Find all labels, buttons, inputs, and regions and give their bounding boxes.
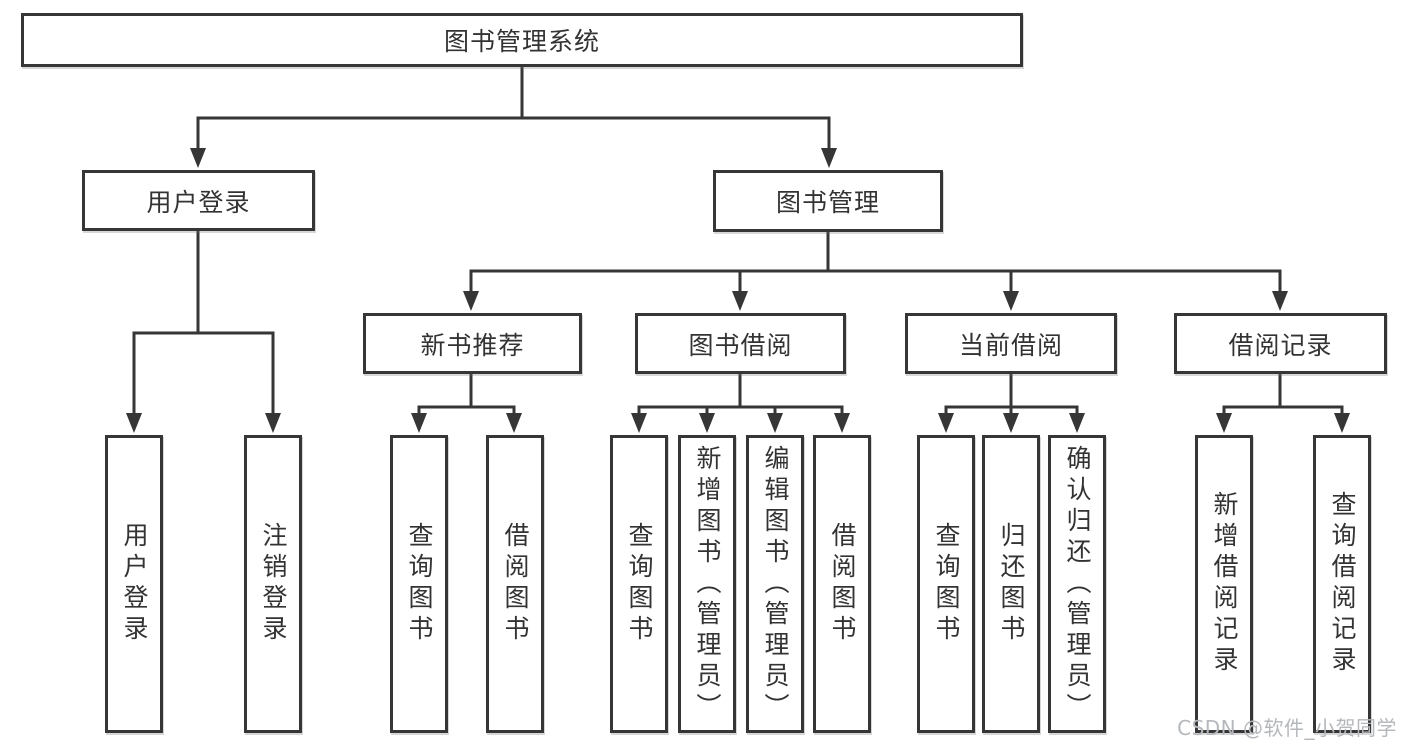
leaf-query-books: 查询图书 [610, 435, 668, 733]
leaf-label: 查询图书 [405, 522, 434, 646]
leaf-logout: 注销登录 [244, 435, 302, 733]
leaf-user-login: 用户登录 [105, 435, 163, 733]
leaf-label: 查询图书 [932, 522, 961, 646]
node-user-login: 用户登录 [82, 170, 315, 231]
leaf-label: 借阅图书 [828, 522, 857, 646]
node-book-management: 图书管理 [713, 170, 943, 232]
leaf-label: 新增借阅记录 [1210, 491, 1239, 677]
leaf-label: 查询借阅记录 [1328, 491, 1357, 677]
leaf-label: 归还图书 [997, 522, 1026, 646]
node-label: 当前借阅 [958, 330, 1063, 360]
leaf-label: 确认归还（管理员） [1063, 444, 1092, 724]
leaf-query-books: 查询图书 [917, 435, 975, 733]
leaf-label: 查询图书 [625, 522, 654, 646]
leaf-add-borrow-record: 新增借阅记录 [1195, 435, 1253, 733]
leaf-query-borrow-record: 查询借阅记录 [1313, 435, 1371, 733]
node-label: 图书管理 [775, 188, 880, 217]
leaf-add-books-admin: 新增图书（管理员） [678, 435, 736, 733]
leaf-return-books: 归还图书 [982, 435, 1040, 733]
csdn-watermark: CSDN @软件_小贺同学 [1177, 716, 1397, 740]
leaf-label: 编辑图书（管理员） [761, 444, 790, 724]
node-borrow-records: 借阅记录 [1174, 313, 1387, 374]
leaf-label: 用户登录 [120, 522, 149, 646]
tree-edges [132, 65, 1344, 417]
node-label: 新书推荐 [420, 330, 525, 360]
leaf-borrow-books: 借阅图书 [813, 435, 871, 733]
node-label: 用户登录 [146, 187, 251, 217]
node-current-borrow: 当前借阅 [905, 313, 1117, 374]
node-new-book-recommend: 新书推荐 [363, 313, 582, 374]
leaf-borrow-books: 借阅图书 [486, 435, 544, 733]
leaf-confirm-return-admin: 确认归还（管理员） [1048, 435, 1106, 733]
leaf-label: 借阅图书 [501, 522, 530, 646]
leaf-label: 新增图书（管理员） [693, 444, 722, 724]
node-book-borrow: 图书借阅 [635, 313, 846, 374]
leaf-edit-books-admin: 编辑图书（管理员） [746, 435, 804, 733]
node-label: 图书借阅 [688, 330, 793, 360]
node-label: 借阅记录 [1228, 330, 1333, 360]
arrowheads [126, 148, 1350, 433]
leaf-query-books: 查询图书 [390, 435, 448, 733]
node-library-management-system: 图书管理系统 [21, 13, 1023, 67]
leaf-label: 注销登录 [259, 522, 288, 646]
node-label: 图书管理系统 [443, 27, 600, 56]
